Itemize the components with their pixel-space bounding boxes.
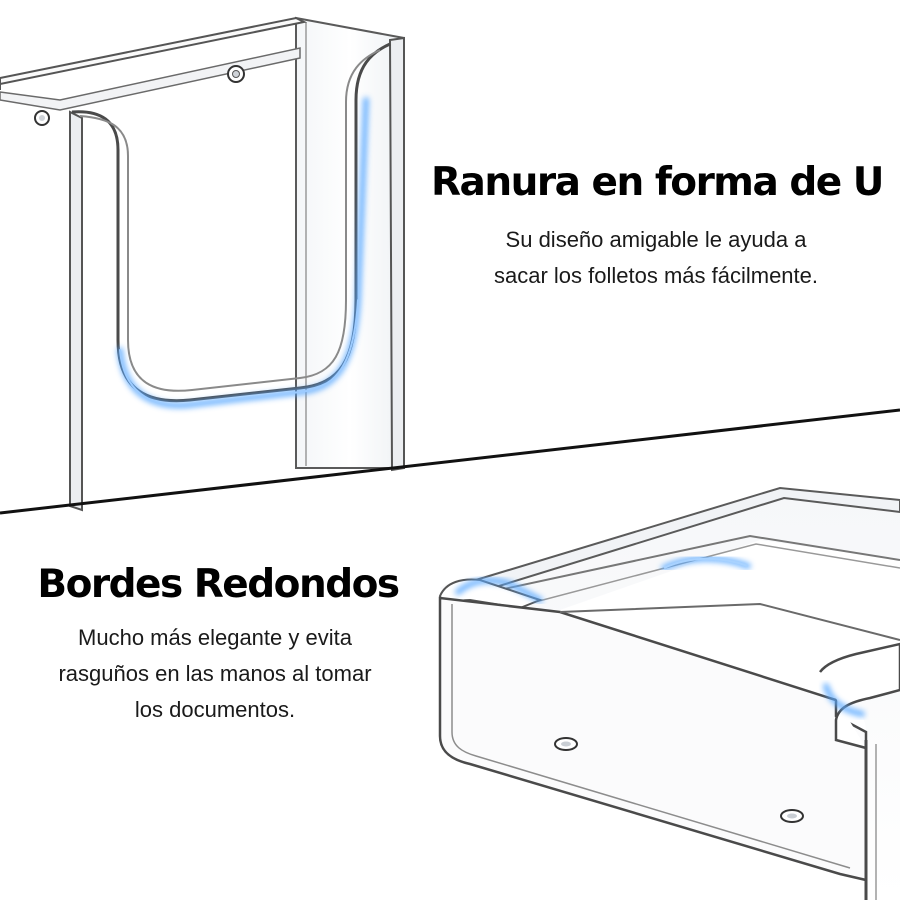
feature-title-u-slot: Ranura en forma de U xyxy=(431,160,884,205)
description-line: rasguños en las manos al tomar xyxy=(58,661,372,686)
description-line: Mucho más elegante y evita xyxy=(78,625,352,650)
description-line: sacar los folletos más fácilmente. xyxy=(493,263,819,288)
description-line: los documentos. xyxy=(134,697,296,722)
feature-description-u-slot: Su diseño amigable le ayuda a sacar los … xyxy=(440,222,872,294)
section-divider xyxy=(0,408,900,515)
acrylic-tray-icon xyxy=(438,486,900,900)
feature-description-rounded-edges: Mucho más elegante y evita rasguños en l… xyxy=(12,620,418,728)
wall-brochure-holder-icon xyxy=(0,16,405,512)
description-line: Su diseño amigable le ayuda a xyxy=(505,227,807,252)
feature-title-rounded-edges: Bordes Redondos xyxy=(37,562,400,607)
